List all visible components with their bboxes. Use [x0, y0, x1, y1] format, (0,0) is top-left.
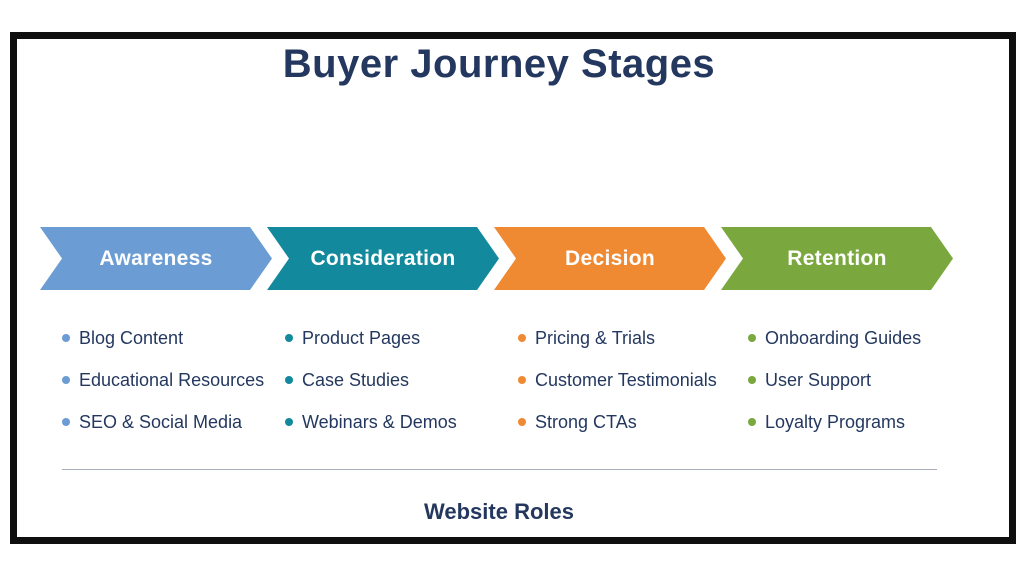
list-item-label: SEO & Social Media — [79, 411, 243, 432]
bullet-dot — [62, 334, 70, 342]
consideration-item-list: Product Pages Case Studies Webinars & De… — [285, 317, 457, 443]
divider-line — [62, 469, 937, 470]
list-item-label: Customer Testimonials — [535, 369, 717, 390]
bullet-dot — [748, 376, 756, 384]
list-item: Product Pages — [285, 317, 457, 359]
list-item-label: User Support — [765, 369, 872, 390]
bullet-dot — [748, 418, 756, 426]
bullet-dot — [518, 334, 526, 342]
list-item: Loyalty Programs — [748, 401, 921, 443]
bullet-dot — [518, 418, 526, 426]
list-item: SEO & Social Media — [62, 401, 264, 443]
awareness-item-list: Blog Content Educational Resources SEO &… — [62, 317, 264, 443]
retention-item-list: Onboarding Guides User Support Loyalty P… — [748, 317, 921, 443]
list-item: Strong CTAs — [518, 401, 717, 443]
list-item-label: Educational Resources — [79, 369, 265, 390]
list-item-label: Strong CTAs — [535, 411, 637, 432]
list-item-label: Webinars & Demos — [302, 411, 457, 432]
list-item-label: Case Studies — [302, 369, 410, 390]
list-item: Pricing & Trials — [518, 317, 717, 359]
list-item: Educational Resources — [62, 359, 264, 401]
list-item-label: Pricing & Trials — [535, 327, 656, 348]
footer-title: Website Roles — [424, 499, 574, 524]
list-item: Webinars & Demos — [285, 401, 457, 443]
list-item: Customer Testimonials — [518, 359, 717, 401]
list-item-label: Loyalty Programs — [765, 411, 906, 432]
decision-item-list: Pricing & Trials Customer Testimonials S… — [518, 317, 717, 443]
bullet-dot — [285, 334, 293, 342]
bullet-dot — [748, 334, 756, 342]
list-item: User Support — [748, 359, 921, 401]
list-item: Onboarding Guides — [748, 317, 921, 359]
list-item-label: Product Pages — [302, 327, 421, 348]
list-item: Blog Content — [62, 317, 264, 359]
bullet-dot — [518, 376, 526, 384]
bullet-dot — [62, 376, 70, 384]
list-item-label: Blog Content — [79, 327, 184, 348]
page-title: Buyer Journey Stages — [282, 42, 716, 86]
list-item: Case Studies — [285, 359, 457, 401]
slide-frame — [10, 32, 1016, 544]
bullet-dot — [285, 418, 293, 426]
list-item-label: Onboarding Guides — [765, 327, 922, 348]
bullet-dot — [62, 418, 70, 426]
bullet-dot — [285, 376, 293, 384]
